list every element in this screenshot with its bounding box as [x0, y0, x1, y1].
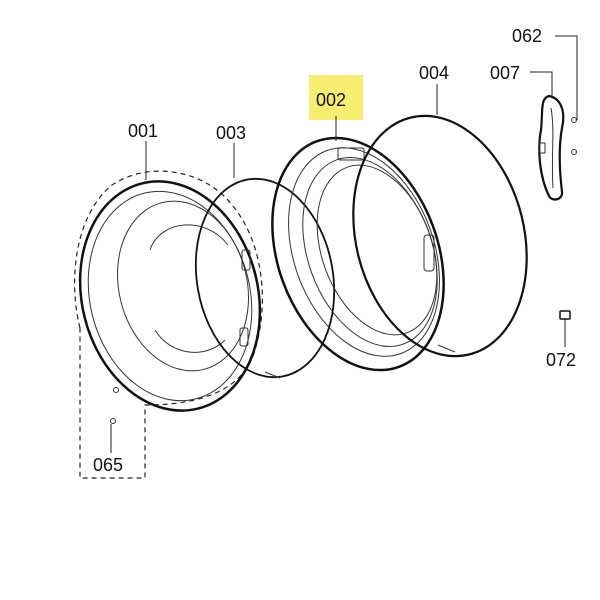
front-panel-ring-002	[271, 136, 456, 372]
door-frame-001	[78, 180, 262, 412]
clip-072	[559, 310, 571, 320]
label-003: 003	[216, 123, 246, 143]
screws-065	[110, 387, 119, 424]
leader-062	[555, 35, 578, 120]
door-glass-003	[194, 177, 336, 379]
label-062: 062	[512, 26, 542, 46]
label-072: 072	[546, 350, 576, 370]
label-007: 007	[490, 63, 520, 83]
label-001: 001	[128, 121, 158, 141]
door-handle-007	[538, 94, 565, 201]
label-002: 002	[316, 90, 346, 110]
door-gasket-004	[352, 114, 528, 358]
highlight-002	[309, 75, 363, 120]
leader-007	[530, 71, 553, 97]
label-065: 065	[93, 455, 123, 475]
door-assembly-dashed-outline	[74, 170, 263, 479]
label-004: 004	[419, 63, 449, 83]
screws-062	[571, 117, 577, 155]
